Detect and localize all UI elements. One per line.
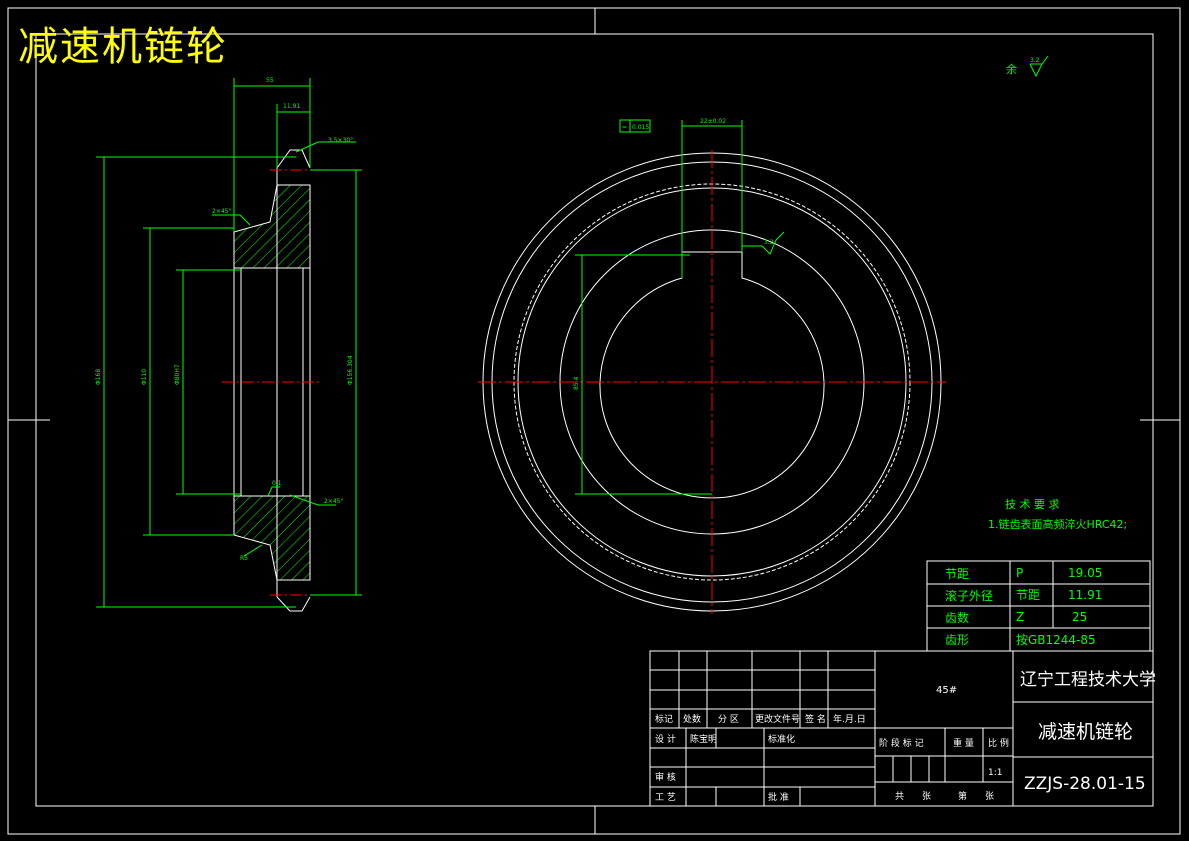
header-cell: 标记 xyxy=(655,713,673,725)
header-cell: 年.月.日 xyxy=(833,713,866,725)
school-name: 辽宁工程技术大学 xyxy=(1020,670,1156,690)
roughness-value: 3.2 xyxy=(1030,57,1040,64)
param-value: 11.91 xyxy=(1068,588,1102,602)
drawing-number: ZZJS-28.01-15 xyxy=(1024,774,1146,794)
header-cell: 签 名 xyxy=(805,713,826,725)
sheet-label: 张 xyxy=(922,791,931,802)
scale-value: 1:1 xyxy=(988,768,1002,778)
design-label: 设 计 xyxy=(655,733,676,745)
param-label: 齿形 xyxy=(945,633,969,647)
roughness-prefix: 余 xyxy=(1006,62,1017,76)
svg-text:85.4: 85.4 xyxy=(573,376,580,390)
svg-text:=: = xyxy=(622,124,627,131)
svg-text:Φ168: Φ168 xyxy=(95,369,102,385)
svg-text:3.5×30°: 3.5×30° xyxy=(328,137,353,144)
param-value: 19.05 xyxy=(1068,566,1102,580)
header-cell: 分 区 xyxy=(718,714,739,725)
stage-label: 阶 段 标 记 xyxy=(879,737,924,749)
section-hatch-top xyxy=(233,184,311,269)
params-table: 节距 P 19.05 滚子外径 节距 11.91 齿数 Z 25 齿形 按GB1… xyxy=(926,560,1151,652)
param-value: 25 xyxy=(1072,610,1087,624)
bore-with-keyway xyxy=(599,251,825,499)
title-block: 45# 标记 处数 分 区 更改文件号 签 名 年.月.日 设 计 陈宝明 标准… xyxy=(649,650,1156,807)
front-view: 22±0.02 0.015 = 3.2 85.4 xyxy=(478,118,946,614)
tech-requirements: 技 术 要 求 1.链齿表面高频淬火HRC42; xyxy=(988,498,1127,531)
tech-requirement-item: 1.链齿表面高频淬火HRC42; xyxy=(988,517,1127,531)
param-symbol: P xyxy=(1016,566,1023,580)
weight-label: 重 量 xyxy=(953,737,974,749)
svg-text:11.91: 11.91 xyxy=(283,103,300,110)
param-symbol: Z xyxy=(1016,610,1024,624)
svg-text:Φ156.304: Φ156.304 xyxy=(347,355,354,385)
material-label: 45# xyxy=(936,685,957,696)
param-label: 滚子外径 xyxy=(945,588,993,603)
svg-text:55: 55 xyxy=(266,77,274,84)
svg-text:22±0.02: 22±0.02 xyxy=(700,118,726,125)
no-label: 第 xyxy=(958,790,967,802)
sheet2-label: 张 xyxy=(985,791,994,802)
param-symbol: 节距 xyxy=(1016,588,1040,602)
svg-text:0.015: 0.015 xyxy=(632,124,649,131)
header-cell: 处数 xyxy=(683,713,701,725)
svg-text:2×45°: 2×45° xyxy=(324,498,343,505)
designer-name: 陈宝明 xyxy=(690,733,717,745)
svg-text:R5: R5 xyxy=(240,555,248,562)
svg-text:Φ110: Φ110 xyxy=(141,369,148,385)
roughness-note: 余 3.2 xyxy=(1006,55,1049,78)
header-cell: 更改文件号 xyxy=(755,713,800,725)
drawing-frame xyxy=(7,7,1181,835)
banner-title: 减速机链轮 xyxy=(18,24,228,70)
tech-requirements-heading: 技 术 要 求 xyxy=(1005,498,1060,511)
svg-text:2×45°: 2×45° xyxy=(212,208,231,215)
part-name: 减速机链轮 xyxy=(1038,721,1133,743)
section-hatch-bottom xyxy=(233,495,311,581)
approve-label: 批 准 xyxy=(768,791,789,803)
section-view: 55 11.91 3.5×30° 2×45° 2×45° R5 0.1 Φ168… xyxy=(95,77,362,612)
review-label: 审 核 xyxy=(655,771,676,783)
svg-text:Φ80H7: Φ80H7 xyxy=(174,364,181,385)
total-label: 共 xyxy=(895,791,904,802)
scale-label: 比 例 xyxy=(988,737,1009,749)
svg-text:3.2: 3.2 xyxy=(764,239,774,246)
param-label: 齿数 xyxy=(945,610,969,625)
process-label: 工 艺 xyxy=(655,792,676,803)
param-label: 节距 xyxy=(945,567,969,581)
param-symbol: 按GB1244-85 xyxy=(1016,633,1096,647)
standardize-label: 标准化 xyxy=(768,733,795,745)
svg-text:0.1: 0.1 xyxy=(272,480,282,487)
